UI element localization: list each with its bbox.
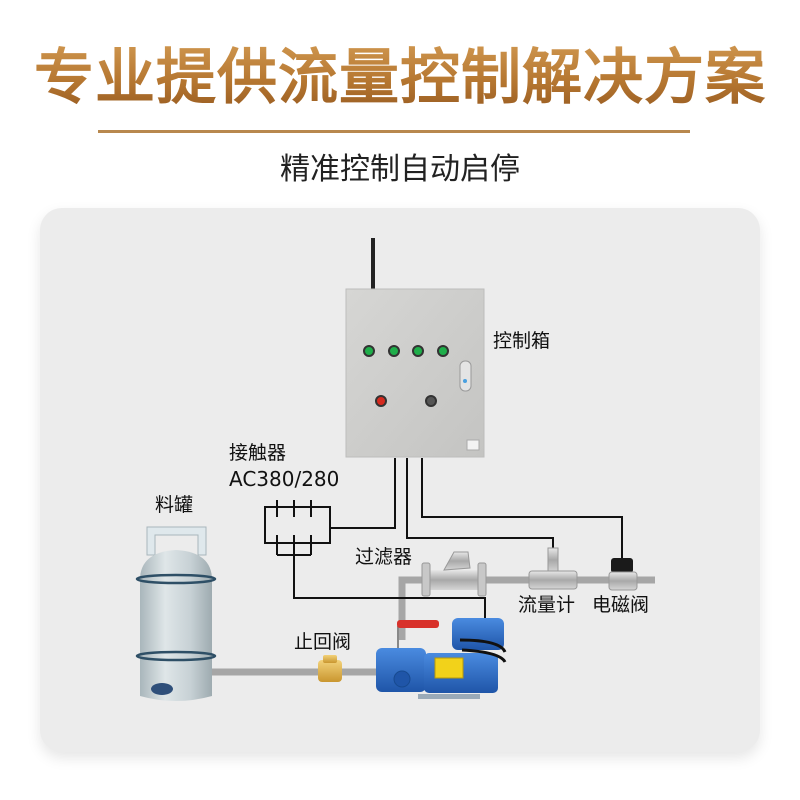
wire-contactor-pump xyxy=(293,555,486,618)
antenna-icon xyxy=(371,238,375,290)
page-subtitle: 精准控制自动启停 xyxy=(280,152,520,187)
filter xyxy=(421,551,487,597)
tank-label: 料罐 xyxy=(155,494,194,516)
indicator-lights xyxy=(363,345,449,407)
check-valve-label: 止回阀 xyxy=(294,631,352,653)
filter-label: 过滤器 xyxy=(355,546,413,568)
contactor-symbol xyxy=(264,500,331,556)
contactor-label: 接触器 xyxy=(229,442,287,464)
pump xyxy=(376,618,507,699)
flow-meter-label: 流量计 xyxy=(518,594,576,616)
qr-label-icon xyxy=(466,439,480,451)
flow-meter xyxy=(528,547,578,590)
wire-box-contactor xyxy=(330,458,396,529)
control-box-label: 控制箱 xyxy=(493,330,551,352)
page-title: 专业提供流量控制解决方案 xyxy=(0,38,800,118)
wire-box-solenoid xyxy=(421,458,623,560)
solenoid-valve-label: 电磁阀 xyxy=(592,594,650,616)
wires xyxy=(293,458,623,618)
wire-box-flowmeter xyxy=(406,458,554,548)
control-box xyxy=(345,238,485,458)
door-handle-icon xyxy=(459,360,472,392)
tank xyxy=(135,526,217,701)
solenoid-valve xyxy=(608,558,638,591)
pump-handle xyxy=(397,620,439,628)
check-valve xyxy=(318,655,342,682)
contactor-spec-label: AC380/280 xyxy=(229,467,340,491)
title-divider xyxy=(98,130,690,133)
